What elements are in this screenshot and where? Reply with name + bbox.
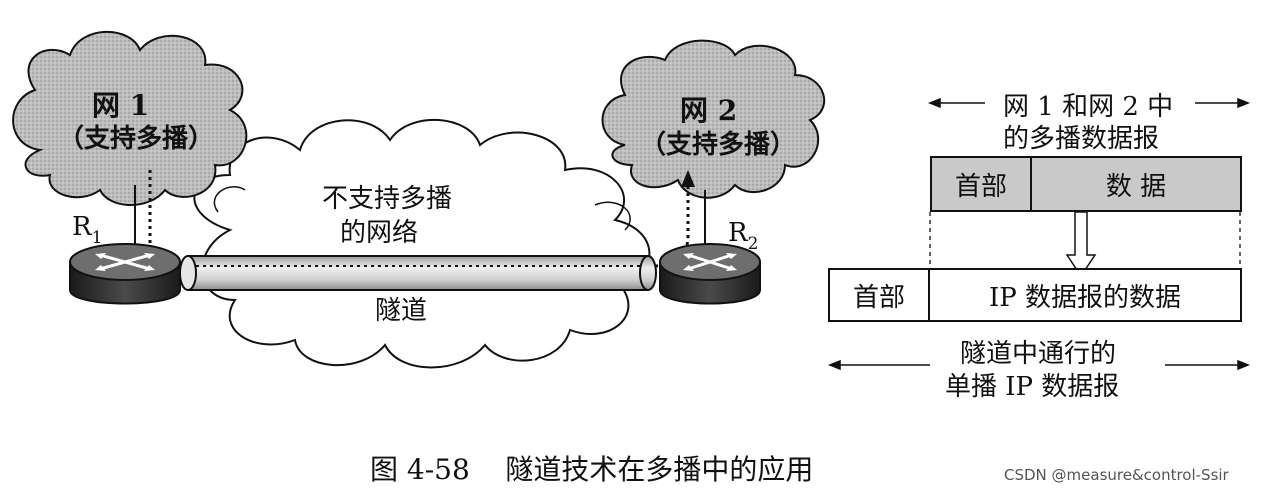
network-1-cloud (12, 30, 248, 206)
network-2-name: 网 2 (680, 94, 738, 127)
unicast-datagram-span-arrows (827, 359, 1251, 371)
network-2-cloud (601, 39, 826, 199)
encapsulate-arrow-icon (1065, 211, 1097, 278)
watermark: CSDN @measure&control-Ssir (1004, 466, 1229, 484)
multicast-datagram-header: 首部 (932, 158, 1032, 210)
multicast-caption-line1: 网 1 和网 2 中 (1003, 92, 1174, 122)
multicast-caption-line2: 的多播数据报 (1003, 124, 1160, 154)
unicast-caption-line2: 单播 IP 数据报 (945, 372, 1120, 402)
router-2-label: R2 (728, 218, 759, 254)
arrow-up-icon (681, 170, 695, 187)
tunnel-label: 隧道 (375, 296, 428, 326)
router-1-label: R1 (72, 212, 103, 248)
multicast-datagram: 首部 数 据 (930, 156, 1242, 212)
unicast-datagram: 首部 IP 数据报的数据 (828, 268, 1242, 322)
unicast-caption-line1: 隧道中通行的 (960, 339, 1117, 369)
unicast-datagram-header: 首部 (830, 270, 930, 320)
multicast-datagram-span-arrows (927, 97, 1251, 109)
network-1-support-label: （支持多播） (58, 124, 215, 154)
network-1-name: 网 1 (92, 89, 150, 122)
alignment-guides (929, 212, 1241, 268)
unicast-datagram-data: IP 数据报的数据 (988, 282, 1182, 313)
middle-network-label-line2: 的网络 (340, 218, 419, 248)
middle-network-label-line1: 不支持多播 (322, 184, 453, 214)
figure-caption: 图 4-58 隧道技术在多播中的应用 (370, 453, 814, 486)
router-2-icon (659, 243, 761, 305)
router-1-icon (69, 243, 181, 305)
multicast-datagram-data: 数 据 (1105, 171, 1167, 202)
tunnel-tube (179, 255, 657, 291)
network-2-support-label: （支持多播） (640, 130, 797, 160)
middle-network-cloud (193, 119, 651, 369)
